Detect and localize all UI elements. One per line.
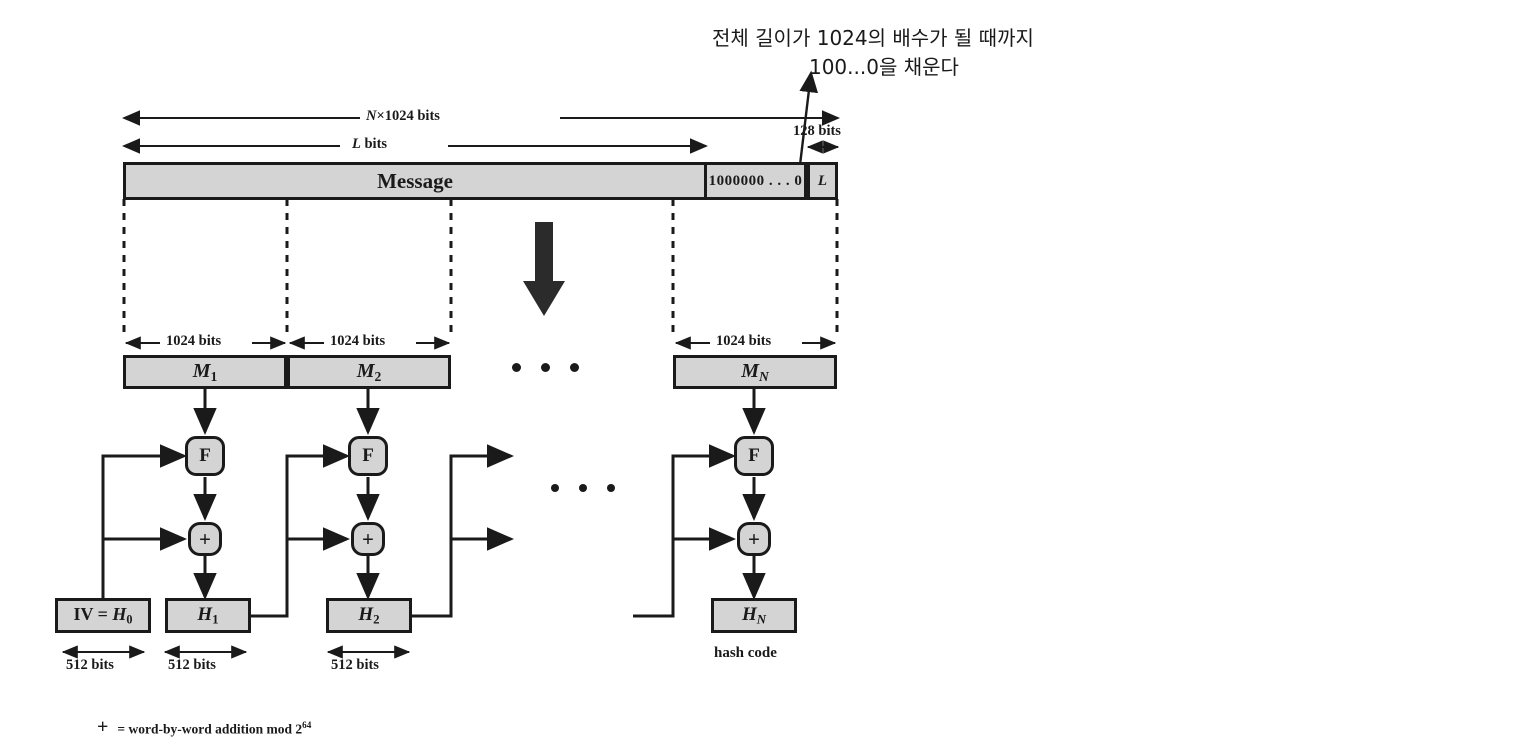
- plus-icon: +: [97, 716, 109, 738]
- length-field-label: 128 bits: [793, 123, 841, 139]
- hash-code-caption: hash code: [714, 645, 777, 661]
- addition-node-2: +: [351, 522, 385, 556]
- message-block-m2: M2: [287, 355, 451, 389]
- hn-feedback-connector: [633, 444, 736, 618]
- flow-down-arrow: [523, 222, 565, 316]
- h2-size-label: 512 bits: [331, 657, 379, 673]
- hash-output-hn: HN: [711, 598, 797, 633]
- legend-text: = word-by-word addition mod 264: [117, 719, 312, 737]
- message-segment: Message: [123, 162, 707, 200]
- chaining-value-h2: H2: [326, 598, 412, 633]
- legend-exponent: 64: [302, 719, 312, 730]
- padding-annotation-line1: 전체 길이가 1024의 배수가 될 때까지: [712, 26, 1034, 50]
- total-length-label: N×1024 bits: [366, 108, 440, 124]
- message-block-mn: MN: [673, 355, 837, 389]
- plus-to-h-arrows: [193, 556, 766, 600]
- h1-size-label: 512 bits: [168, 657, 216, 673]
- h1-feedback-connector: [251, 444, 350, 618]
- addition-node-n: +: [737, 522, 771, 556]
- f-to-plus-arrows: [193, 477, 766, 521]
- block-guide-lines: [122, 199, 839, 335]
- annotation-pointer: [798, 70, 819, 166]
- message-length-label: L bits: [352, 136, 388, 152]
- iv-size-label: 512 bits: [66, 657, 114, 673]
- h2-feedback-connector: [412, 444, 514, 618]
- compression-function-f-1: F: [185, 436, 225, 476]
- m1-size-label: 1024 bits: [166, 333, 222, 349]
- chaining-value-iv: IV = H0: [55, 598, 151, 633]
- padding-annotation: 전체 길이가 1024의 배수가 될 때까지 100...0을 채운다: [712, 24, 1034, 82]
- padding-annotation-line2: 100...0을 채운다: [808, 55, 959, 79]
- stages-ellipsis: [551, 484, 615, 492]
- compression-function-f-n: F: [734, 436, 774, 476]
- message-block-m1: M1: [123, 355, 287, 389]
- message-length-arrow: [122, 136, 708, 156]
- padding-segment: 1000000 . . . 0: [704, 162, 807, 200]
- chaining-value-h1: H1: [165, 598, 251, 633]
- length-segment: L: [807, 162, 838, 200]
- mn-size-label: 1024 bits: [716, 333, 772, 349]
- total-length-value: ×1024 bits: [376, 108, 440, 124]
- iv-feedback-connector: [101, 444, 187, 598]
- legend: + = word-by-word addition mod 264: [97, 717, 311, 737]
- addition-node-1: +: [188, 522, 222, 556]
- message-blocks-ellipsis: [512, 363, 579, 372]
- total-length-arrow: [122, 108, 840, 128]
- compression-function-f-2: F: [348, 436, 388, 476]
- mblock-to-f-arrows: [193, 389, 766, 435]
- m2-size-label: 1024 bits: [330, 333, 386, 349]
